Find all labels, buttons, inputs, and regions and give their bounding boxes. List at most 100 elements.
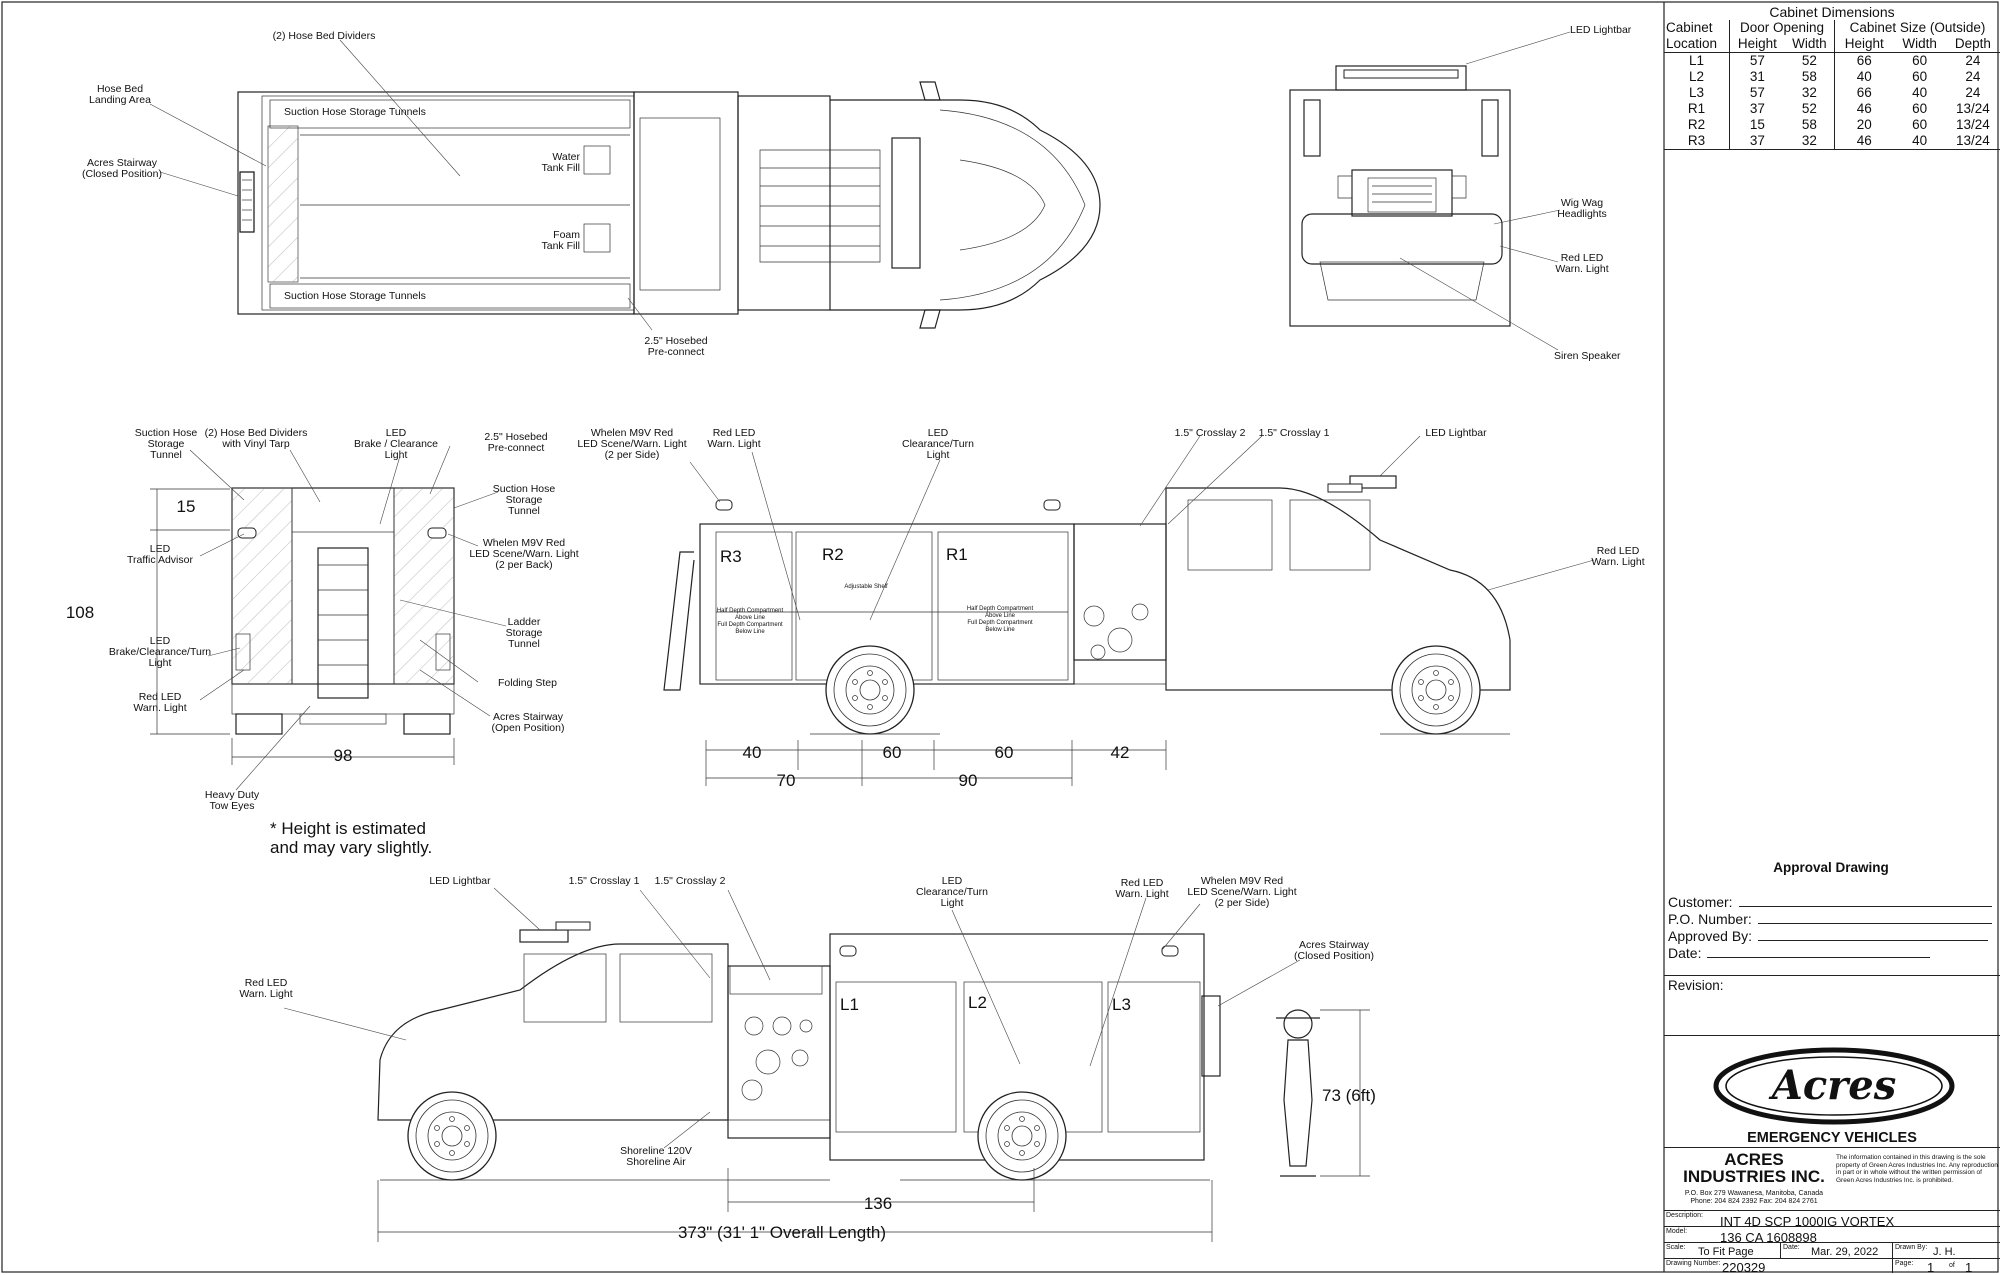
label-right-clearance-3: Light: [927, 449, 950, 461]
cell: 52: [1801, 53, 1817, 68]
label-water-fill-1: Water: [552, 151, 580, 163]
label-rear-suction-left-1: Suction Hose: [135, 427, 198, 439]
company-disclaimer: The information contained in this drawin…: [1836, 1154, 1998, 1184]
label-right-lightbar: LED Lightbar: [1425, 427, 1487, 439]
label-rear-preconnect-1: 2.5" Hosebed: [484, 431, 547, 443]
dim-right-42: 42: [1111, 743, 1130, 762]
label-half-depth-r3-2: Above Line: [735, 615, 766, 621]
cell: 40: [1912, 85, 1928, 100]
drawing-number-row: Drawing Number: 220329 Page: 1 of 1: [1664, 1258, 2000, 1275]
cell: 58: [1801, 117, 1817, 132]
dim-overall-length: 373" (31' 1" Overall Length): [678, 1223, 886, 1242]
label-right-front-red-2: Warn. Light: [1591, 556, 1644, 568]
dim-right-90: 90: [959, 771, 978, 790]
note-height-2: and may vary slightly.: [270, 838, 432, 857]
th-door-width: Width: [1784, 36, 1835, 53]
model-row: Model: 136 CA 1608898: [1664, 1226, 2000, 1245]
cell: R2: [1687, 117, 1706, 132]
model-value: 136 CA 1608898: [1720, 1230, 1817, 1245]
cell: 37: [1728, 133, 1785, 150]
label-tow-eyes-2: Tow Eyes: [210, 800, 255, 812]
label-stairway-closed-2: (Closed Position): [82, 168, 162, 180]
approved-by-label: Approved By:: [1668, 928, 1753, 944]
label-left-front-red-2: Warn. Light: [239, 988, 292, 1000]
company-name-2: INDUSTRIES INC.: [1683, 1167, 1825, 1186]
revision-label: Revision:: [1668, 978, 1724, 993]
customer-field[interactable]: Customer:: [1668, 893, 1994, 910]
customer-label: Customer:: [1668, 894, 1733, 910]
left-side-view-drawing: [377, 921, 1370, 1181]
approved-by-line[interactable]: [1758, 940, 1988, 941]
label-right-red-1: Red LED: [713, 427, 756, 439]
cell: 20: [1834, 117, 1894, 133]
drawn-by-key: Drawn By:: [1895, 1244, 1928, 1251]
approved-by-field[interactable]: Approved By:: [1668, 927, 1994, 944]
th-size-depth: Depth: [1945, 36, 2000, 53]
label-cabinet-r1: R1: [946, 545, 968, 564]
cell: 13/24: [1955, 117, 1990, 132]
cell: R1: [1687, 101, 1706, 116]
label-left-clearance-2: Clearance/Turn: [916, 886, 988, 898]
label-left-stairway-1: Acres Stairway: [1299, 939, 1370, 951]
customer-line[interactable]: [1738, 906, 1992, 907]
th-location: Location: [1664, 36, 1730, 53]
label-bct-1: LED: [150, 635, 171, 647]
label-front-red-1: Red LED: [1561, 252, 1604, 264]
label-left-whelen-3: (2 per Side): [1215, 897, 1270, 909]
right-side-view-drawing: [663, 475, 1511, 735]
label-front-lightbar: LED Lightbar: [1570, 24, 1632, 36]
label-rear-brake-3: Light: [385, 449, 408, 461]
label-rear-suction-right-1: Suction Hose: [493, 483, 556, 495]
th-size-width: Width: [1893, 36, 1946, 53]
cell: 46: [1834, 101, 1894, 117]
cell: L1: [1688, 53, 1705, 68]
po-number-field[interactable]: P.O. Number:: [1668, 910, 1994, 927]
label-rear-whelen-3: (2 per Back): [495, 559, 552, 571]
label-left-crosslay2: 1.5" Crosslay 2: [655, 875, 726, 887]
label-right-whelen-1: Whelen M9V Red: [591, 427, 673, 439]
label-foam-fill-1: Foam: [553, 229, 580, 241]
company-phone: Phone: 204 824 2392 Fax: 204 824 2761: [1690, 1198, 1818, 1205]
label-front-red-2: Warn. Light: [1555, 263, 1608, 275]
label-left-front-red-1: Red LED: [245, 977, 288, 989]
page-key: Page:: [1895, 1260, 1914, 1267]
dim-rear-98: 98: [334, 746, 353, 765]
label-suction-tunnels-top: Suction Hose Storage Tunnels: [284, 106, 426, 118]
label-left-clearance-3: Light: [941, 897, 964, 909]
drawing-number-key: Drawing Number:: [1666, 1260, 1721, 1267]
label-hose-bed-dividers: (2) Hose Bed Dividers: [273, 30, 376, 42]
label-left-red-2: Warn. Light: [1115, 888, 1168, 900]
date-field[interactable]: Date:: [1668, 944, 1994, 961]
cell: R3: [1664, 133, 1730, 150]
label-right-crosslay2: 1.5" Crosslay 2: [1175, 427, 1246, 439]
po-number-line[interactable]: [1757, 923, 1992, 924]
date-line[interactable]: [1707, 957, 1930, 958]
cell: L2: [1688, 69, 1705, 84]
label-wigwag-2: Headlights: [1557, 208, 1607, 220]
label-suction-tunnels-bottom: Suction Hose Storage Tunnels: [284, 290, 426, 302]
scale-value: To Fit Page: [1698, 1246, 1754, 1258]
th-cabinet-size: Cabinet Size (Outside): [1834, 20, 2000, 36]
cell: 24: [1965, 69, 1981, 84]
drawn-by-value: J. H.: [1933, 1246, 1956, 1258]
page-of-key: of: [1949, 1262, 1955, 1269]
label-ladder-1: Ladder: [508, 616, 541, 628]
th-door-height: Height: [1728, 36, 1785, 53]
scale-key: Scale:: [1666, 1244, 1686, 1251]
page-total-value: 1: [1965, 1260, 1973, 1275]
cell: 58: [1801, 69, 1817, 84]
dim-rear-108: 108: [66, 603, 94, 622]
label-hose-bed-landing-2: Landing Area: [89, 94, 151, 106]
label-hose-bed-landing-1: Hose Bed: [97, 83, 143, 95]
label-siren: Siren Speaker: [1554, 350, 1621, 362]
label-half-depth-r1-2: Above Line: [985, 613, 1016, 619]
label-rear-suction-right-3: Tunnel: [508, 505, 540, 517]
label-cabinet-l1: L1: [840, 995, 859, 1014]
dim-left-136: 136: [864, 1194, 892, 1213]
po-number-label: P.O. Number:: [1668, 911, 1752, 927]
